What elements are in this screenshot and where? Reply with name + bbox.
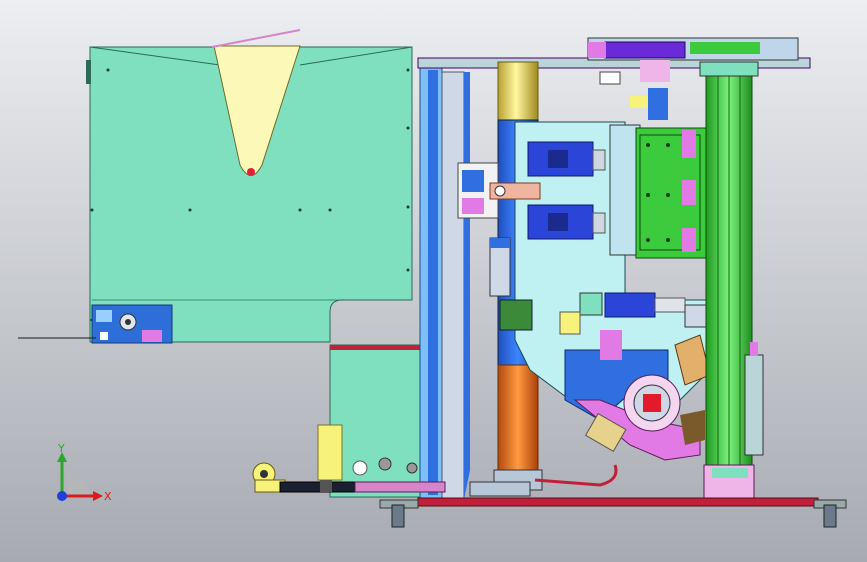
coordinate-triad: Y X: [57, 442, 112, 503]
base-plate[interactable]: [379, 497, 847, 528]
origin-dot: [57, 491, 67, 501]
hopper-assembly[interactable]: [18, 29, 413, 344]
lower-tray[interactable]: [317, 344, 465, 498]
top-slide[interactable]: [587, 37, 799, 120]
rotary-index[interactable]: [564, 330, 711, 461]
x-axis-label: X: [104, 490, 112, 503]
feed-wire: [211, 29, 301, 48]
mechanism-panel[interactable]: [457, 121, 711, 446]
y-axis-label: Y: [57, 442, 65, 455]
funnel-tip: [247, 168, 255, 176]
linear-rail[interactable]: [699, 61, 764, 501]
green-mount-block[interactable]: [609, 124, 707, 259]
bottom-arm[interactable]: [252, 462, 618, 497]
